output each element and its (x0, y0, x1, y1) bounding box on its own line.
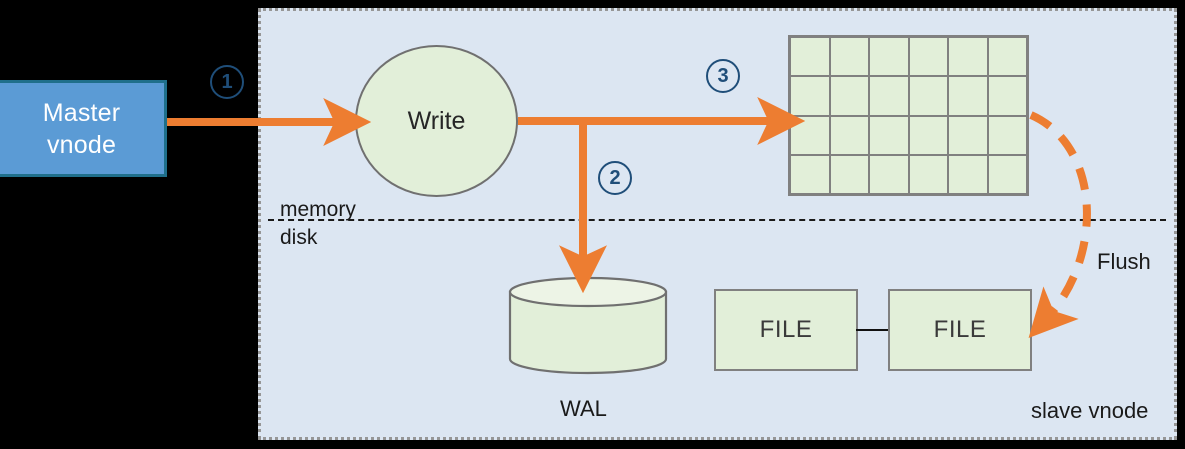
write-node-label: Write (407, 106, 466, 135)
step-circle-3: 3 (706, 59, 740, 93)
memtable-cell (949, 77, 987, 115)
disk-zone-label: disk (280, 226, 318, 249)
memtable-cell (830, 116, 868, 154)
master-vnode-line1: Master (42, 98, 121, 127)
master-vnode-line2: vnode (46, 130, 117, 159)
memtable-cell (791, 116, 829, 154)
write-node[interactable]: Write (355, 45, 518, 197)
memory-disk-divider (268, 219, 1166, 221)
memtable-grid[interactable] (788, 35, 1029, 196)
file-box-2[interactable]: FILE (888, 289, 1032, 371)
memtable-cell (949, 38, 987, 76)
step-circle-2: 2 (598, 161, 632, 195)
memtable-cell (909, 38, 947, 76)
memtable-cell (791, 155, 829, 193)
flush-label: Flush (1097, 249, 1151, 274)
memtable-cell (870, 38, 908, 76)
memtable-cell (949, 155, 987, 193)
file-box-1-label: FILE (759, 316, 813, 343)
memtable-cell (830, 155, 868, 193)
memtable-cell (830, 77, 868, 115)
memory-zone-label: memory (280, 198, 356, 221)
wal-cylinder[interactable] (508, 276, 668, 375)
memtable-cell (988, 38, 1026, 76)
memtable-cell (791, 38, 829, 76)
step-circle-1: 1 (210, 65, 244, 99)
file-box-1[interactable]: FILE (714, 289, 858, 371)
file-connector-line (856, 329, 889, 331)
memtable-cell (988, 116, 1026, 154)
memtable-cell (949, 116, 987, 154)
memtable-cell (830, 38, 868, 76)
memtable-cell (909, 116, 947, 154)
memtable-cell (870, 116, 908, 154)
wal-label: WAL (560, 396, 607, 421)
memtable-cell (988, 77, 1026, 115)
file-box-2-label: FILE (933, 316, 987, 343)
wal-cylinder-shape (508, 276, 668, 375)
memtable-cell (870, 155, 908, 193)
memtable-cell (791, 77, 829, 115)
slave-vnode-label: slave vnode (1031, 398, 1149, 423)
memtable-cell (870, 77, 908, 115)
memtable-cell (909, 77, 947, 115)
memtable-cell (988, 155, 1026, 193)
memtable-cell (909, 155, 947, 193)
master-vnode-box[interactable]: Master vnode (0, 80, 167, 177)
